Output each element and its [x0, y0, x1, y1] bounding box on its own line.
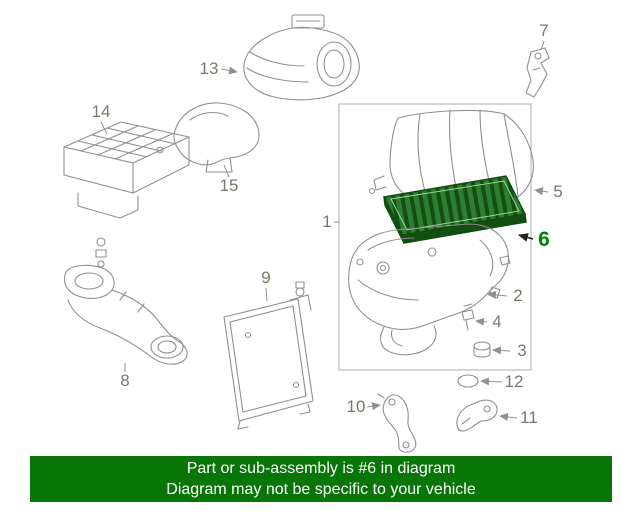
part-label-6-highlighted: 6 [538, 228, 550, 251]
part-label-4: 4 [492, 312, 502, 331]
part-label-15: 15 [219, 176, 239, 195]
part-15-air-duct [173, 102, 260, 173]
leader-12 [480, 377, 503, 386]
leader-3 [492, 346, 511, 355]
banner-line-2: Diagram may not be specific to your vehi… [166, 481, 476, 498]
part-6-air-filter-highlighted [382, 175, 527, 244]
part-10-bracket [377, 393, 417, 453]
leader-14 [100, 121, 108, 135]
part-label-13: 13 [199, 59, 219, 78]
part-9-control-module [223, 281, 314, 430]
diagram-note-banner: Part or sub-assembly is #6 in diagram Di… [30, 456, 612, 502]
leader-9 [265, 287, 268, 302]
part-label-14: 14 [91, 102, 111, 121]
leader-4 [475, 317, 488, 326]
part-label-1: 1 [322, 212, 332, 231]
part-label-10: 10 [346, 397, 366, 416]
leader-6-highlighted [518, 233, 534, 242]
part-label-11: 11 [520, 408, 538, 427]
part-label-8: 8 [120, 371, 130, 390]
part-12-seal [457, 374, 479, 388]
part-label-7: 7 [539, 21, 549, 40]
leader-5 [534, 187, 549, 196]
part-11-bracket [456, 399, 498, 432]
leader-lines [100, 40, 549, 421]
banner-line-1: Part or sub-assembly is #6 in diagram [186, 460, 456, 477]
part-4-clip [461, 303, 475, 331]
part-3-grommet [473, 341, 491, 358]
part-13-air-inlet-duct [243, 14, 360, 101]
part-label-12: 12 [504, 372, 524, 391]
part-14-resonator [63, 121, 190, 219]
leader-10 [366, 402, 381, 411]
part-label-5: 5 [553, 182, 563, 201]
leader-7 [540, 40, 545, 51]
part-label-3: 3 [517, 341, 527, 360]
part-2-air-cleaner-case [348, 223, 511, 356]
leader-2 [487, 290, 508, 299]
part-8-air-duct-assembly [63, 237, 188, 365]
part-label-2: 2 [513, 286, 523, 305]
leader-13 [220, 66, 238, 75]
part-label-9: 9 [261, 268, 271, 287]
leader-11 [499, 412, 518, 421]
assembly-box-outline [338, 103, 532, 371]
part-7-bracket [525, 47, 550, 98]
leader-15 [223, 164, 230, 178]
